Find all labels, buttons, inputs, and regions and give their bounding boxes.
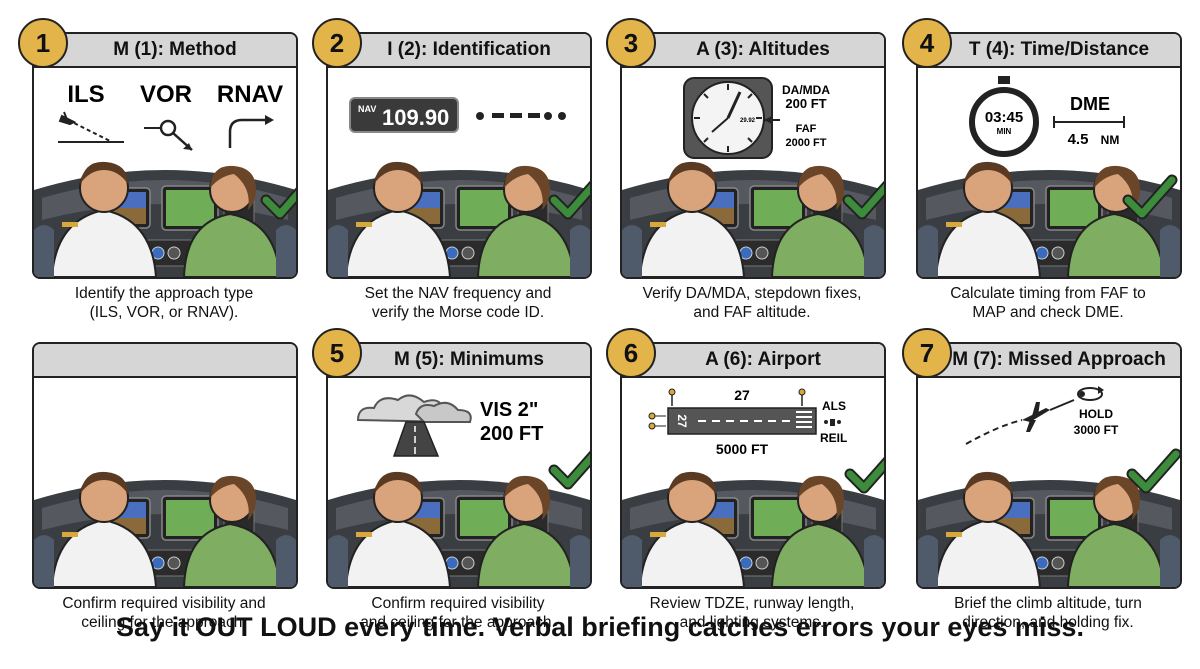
panel-frame: A (6): Airport 27 27 5000 FT ALS REIL [620, 342, 886, 589]
checkmark-icon [1132, 454, 1176, 488]
panel-title-bar: A (6): Airport [622, 344, 884, 378]
reil-label: REIL [820, 431, 847, 445]
svg-text:109.90: 109.90 [382, 105, 449, 130]
panel-illustration: 03:45 MIN DME 4.5 NM [918, 76, 1180, 277]
runway-icon [392, 421, 440, 457]
airplane-icon [1022, 402, 1050, 432]
panel-frame: M (5): Minimums VIS 2" 200 FT [326, 342, 592, 589]
panel-illustration [34, 470, 296, 587]
panel-caption: Review TDZE, runway length,and lighting … [649, 595, 855, 631]
panel-illustration: NAV 109.90 [328, 97, 590, 277]
step-badge: 2 [312, 18, 362, 68]
step-badge: 7 [902, 328, 952, 378]
panel-frame: I (2): Identification NAV 109.90 [326, 32, 592, 279]
faf-value: 2000 FT [786, 137, 827, 149]
checkmark-icon [554, 450, 590, 484]
vor-label: VOR [140, 81, 192, 108]
panel-frame: A (3): Altitudes 29.92 DA/MDA 200 FT FAF [620, 32, 886, 279]
cloud-icon [356, 394, 472, 424]
panel-title: I (2): Identification [387, 39, 551, 60]
hold-label: HOLD [1079, 407, 1113, 421]
da-mda-label: DA/MDA [782, 83, 830, 97]
panel-title-bar: M (5): Minimums [328, 344, 590, 378]
holding-pattern-icon [1077, 386, 1104, 401]
dme-unit: NM [1101, 133, 1120, 147]
panel-frame [32, 342, 298, 589]
runway-number-top: 27 [734, 387, 750, 403]
svg-text:03:45: 03:45 [985, 109, 1023, 126]
panel-illustration: 27 27 5000 FT ALS REIL [622, 387, 884, 587]
faf-label: FAF [796, 123, 817, 135]
runway-icon: 27 [648, 388, 817, 435]
dme-range-icon [1053, 116, 1125, 128]
panel-frame: T (4): Time/Distance 03:45 MIN DME 4.5 N… [916, 32, 1182, 279]
svg-text:NAV: NAV [358, 104, 376, 114]
altimeter-icon: 29.92 [683, 77, 773, 159]
panel-caption: Identify the approach type(ILS, VOR, or … [74, 285, 254, 321]
panel-illustration: VIS 2" 200 FT [328, 394, 590, 587]
checkmark-icon [850, 454, 884, 488]
panel-title: M (5): Minimums [394, 349, 544, 370]
nav-frequency-display: NAV 109.90 [349, 97, 459, 133]
panel-title: A (3): Altitudes [696, 39, 830, 60]
step-badge: 6 [606, 328, 656, 378]
rnav-label: RNAV [217, 81, 283, 108]
panel-title: A (6): Airport [705, 349, 821, 370]
panel-title-bar: I (2): Identification [328, 34, 590, 68]
panel-title: T (4): Time/Distance [968, 39, 1150, 60]
panel-title-bar: M (1): Method [34, 34, 296, 68]
step-badge: 3 [606, 18, 656, 68]
panel-title-bar: T (4): Time/Distance [918, 34, 1180, 68]
ils-glideslope-icon [58, 111, 124, 143]
panel-illustration: ILS VOR RNAV [34, 81, 296, 277]
ils-label: ILS [67, 81, 104, 108]
visibility-value: VIS 2" [480, 399, 538, 421]
panel-title-bar [34, 344, 296, 378]
panel-title-bar: A (3): Altitudes [622, 34, 884, 68]
step-badge: 5 [312, 328, 362, 378]
panel-frame: M (1): Method ILS VOR RNAV [32, 32, 298, 279]
footer-tagline: Say it OUT LOUD every time. Verbal brief… [116, 612, 1084, 642]
runway-length: 5000 FT [716, 441, 769, 457]
panel-frame: M (7): Missed Approach HOLD 3000 FT [916, 342, 1182, 589]
stopwatch-icon: 03:45 MIN [969, 76, 1039, 157]
step-badge: 1 [18, 18, 68, 68]
panel-title-bar: M (7): Missed Approach [918, 344, 1180, 378]
panel-illustration: 29.92 DA/MDA 200 FT FAF 2000 FT [622, 77, 884, 277]
panel-illustration: HOLD 3000 FT [918, 386, 1180, 587]
vor-radial-icon [144, 119, 193, 151]
svg-text:MIN: MIN [997, 127, 1012, 136]
rnav-turn-icon [228, 115, 274, 148]
panel-title: M (7): Missed Approach [952, 349, 1166, 370]
als-label: ALS [822, 399, 846, 413]
svg-text:29.92: 29.92 [740, 118, 756, 124]
panel-caption: Verify DA/MDA, stepdown fixes,and FAF al… [642, 285, 862, 321]
panel-title: M (1): Method [113, 39, 237, 60]
hold-altitude: 3000 FT [1074, 423, 1119, 437]
ceiling-value: 200 FT [480, 423, 543, 445]
step-badge: 4 [902, 18, 952, 68]
dme-label: DME [1070, 94, 1110, 114]
da-mda-value: 200 FT [785, 96, 826, 111]
lighting-icon [824, 419, 841, 426]
morse-code-icon [476, 112, 566, 120]
svg-text:27: 27 [675, 414, 689, 428]
dme-value: 4.5 [1068, 131, 1089, 148]
